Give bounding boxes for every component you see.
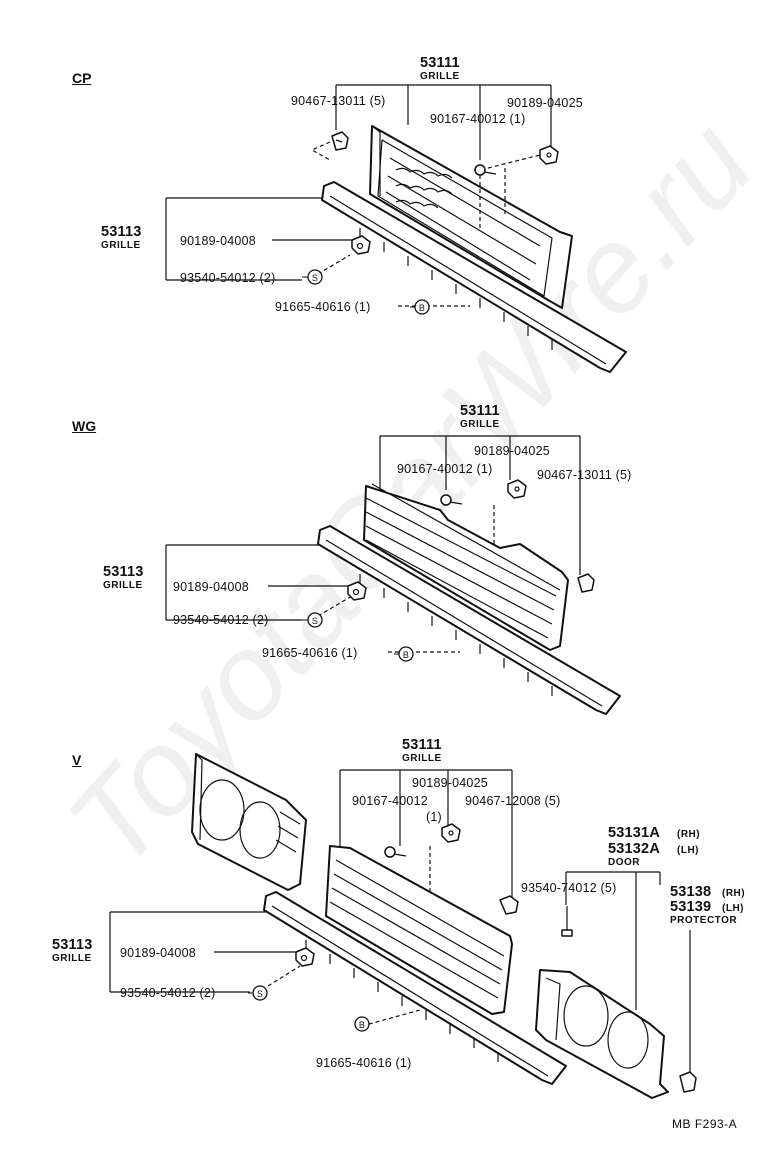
v-door-rh-side: (RH) — [677, 829, 701, 840]
section-title-wg: WG — [72, 418, 97, 434]
wg-grille-slats — [363, 483, 569, 651]
wg-part-93540: 93540-54012 (2) — [173, 613, 269, 627]
cp-lower-grille-part-number: 53113 — [101, 224, 142, 240]
cp-grille-frame — [369, 125, 573, 309]
wg-part-90189-04008: 90189-04008 — [173, 580, 249, 594]
wg-nut — [347, 581, 367, 601]
v-protector-lh-part-number: 53139 — [670, 899, 712, 915]
v-protector-rh-part-number: 53138 — [670, 884, 712, 900]
wg-grille-part-name: GRILLE — [460, 419, 500, 430]
cp-grille-part-number: 53111 — [420, 55, 460, 71]
wg-lower-grille — [317, 525, 621, 715]
v-screw — [384, 846, 407, 858]
v-door-lh-part-number: 53132A — [608, 841, 660, 857]
v-part-93540-54012: 93540-54012 (2) — [120, 986, 216, 1000]
v-bolt — [561, 906, 573, 937]
cp-lower-grille — [321, 181, 627, 373]
v-lower-grille — [263, 891, 567, 1085]
wg-lower-grille-part-number: 53113 — [103, 564, 144, 580]
cp-part-90189-04025: 90189-04025 — [507, 96, 583, 110]
cp-leader-lines — [165, 84, 552, 307]
cp-part-91665: 91665-40616 (1) — [275, 300, 371, 314]
v-part-90167-qty: (1) — [426, 810, 442, 824]
diagram-code: MB F293-A — [672, 1117, 738, 1131]
wg-part-90467: 90467-13011 (5) — [537, 468, 632, 482]
v-center-grille — [325, 845, 513, 1015]
wg-symbol-b: B — [402, 650, 410, 660]
wg-fastener — [577, 573, 595, 593]
v-part-90167: 90167-40012 — [352, 794, 428, 808]
v-symbol-s: S — [256, 989, 264, 999]
v-protector-part-name: PROTECTOR — [670, 915, 738, 926]
v-fastener — [499, 895, 519, 915]
wg-clip — [507, 479, 527, 499]
cp-nut — [351, 235, 371, 255]
v-part-90189-04025: 90189-04025 — [412, 776, 488, 790]
wg-symbol-s: S — [311, 616, 319, 626]
wg-grille-part-number: 53111 — [460, 403, 500, 419]
v-door-lh-side: (LH) — [677, 845, 699, 856]
v-nut — [295, 947, 315, 967]
cp-grille-part-name: GRILLE — [420, 71, 460, 82]
v-lower-grille-part-number: 53113 — [52, 937, 93, 953]
v-part-91665: 91665-40616 (1) — [316, 1056, 412, 1070]
cp-lower-grille-part-name: GRILLE — [101, 240, 141, 251]
v-protector-lh-side: (LH) — [722, 903, 744, 914]
cp-part-90167: 90167-40012 (1) — [430, 112, 526, 126]
v-door-rh-part-number: 53131A — [608, 825, 660, 841]
symbol-circles — [252, 269, 430, 1032]
v-protector-rh-side: (RH) — [722, 888, 746, 899]
cp-screw — [474, 164, 497, 176]
v-symbol-b: B — [358, 1020, 366, 1030]
v-clip — [441, 823, 461, 843]
cp-part-90467: 90467-13011 (5) — [291, 94, 386, 108]
wg-screw — [440, 494, 463, 506]
v-leader-lines — [109, 769, 691, 1072]
section-title-cp: CP — [72, 70, 92, 86]
section-title-v: V — [72, 752, 82, 768]
v-headlight-door-right — [535, 969, 669, 1099]
v-part-90467: 90467-12008 (5) — [465, 794, 561, 808]
v-grille-part-number: 53111 — [402, 737, 442, 753]
cp-symbol-s: S — [311, 273, 319, 283]
v-grille-part-name: GRILLE — [402, 753, 442, 764]
cp-symbol-b: B — [418, 303, 426, 313]
cp-clip-right — [539, 145, 559, 165]
v-headlight-door-left — [191, 753, 307, 891]
cp-part-93540: 93540-54012 (2) — [180, 271, 276, 285]
cp-part-90189-04008: 90189-04008 — [180, 234, 256, 248]
wg-part-90167: 90167-40012 (1) — [397, 462, 493, 476]
cp-clip-left — [331, 131, 349, 151]
wg-part-91665: 91665-40616 (1) — [262, 646, 358, 660]
v-lower-grille-part-name: GRILLE — [52, 953, 92, 964]
v-protector — [679, 1071, 697, 1093]
v-part-93540-74012: 93540-74012 (5) — [521, 881, 617, 895]
wg-lower-grille-part-name: GRILLE — [103, 580, 143, 591]
v-part-90189-04008: 90189-04008 — [120, 946, 196, 960]
v-door-part-name: DOOR — [608, 857, 640, 868]
wg-part-90189-04025: 90189-04025 — [474, 444, 550, 458]
